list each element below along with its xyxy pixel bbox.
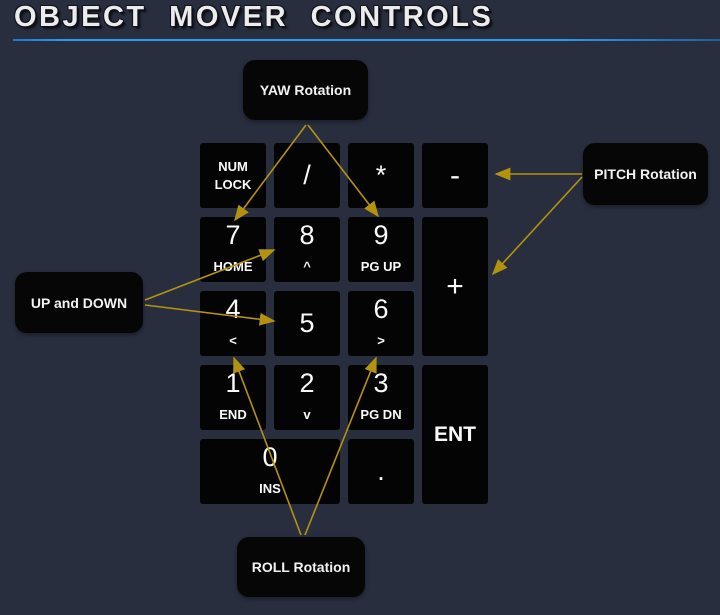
key-slash: / [274,143,340,208]
key-sublabel: PG UP [360,259,402,274]
key-number: 6 [373,294,389,324]
header-accent-line [13,39,720,41]
key-sublabel: PG DN [360,407,402,422]
key-number: 3 [373,368,389,398]
key-2-down: 2 v [274,365,340,430]
key-symbol: . [377,456,385,486]
key-sublabel: INS [259,481,281,496]
key-minus: - [422,143,488,208]
key-number: 2 [299,368,315,398]
key-sublabel: ^ [303,259,311,274]
key-sublabel: END [219,407,247,422]
key-num-lock: NUM LOCK [200,143,266,208]
key-label-line1: NUM [218,158,248,174]
up-and-down-label: UP and DOWN [15,272,143,333]
key-number: 5 [299,308,315,338]
key-enter: ENT [422,365,488,504]
annotation-text: PITCH Rotation [594,166,697,182]
annotation-text: ROLL Rotation [251,559,351,575]
key-star: * [348,143,414,208]
key-label: ENT [434,422,476,446]
key-sublabel: < [229,333,237,348]
key-8-up: 8 ^ [274,217,340,282]
roll-rotation-label: ROLL Rotation [237,537,365,597]
arrow-pitch-to-plus [491,176,583,276]
pitch-rotation-label: PITCH Rotation [583,143,708,205]
key-number: 7 [225,220,241,250]
annotation-text: YAW Rotation [259,82,352,98]
key-0-ins: 0 INS [200,439,340,504]
key-dot: . [348,439,414,504]
key-number: 1 [225,368,241,398]
key-number: 4 [225,294,241,324]
key-4-left: 4 < [200,291,266,356]
key-symbol: * [375,160,387,190]
key-sublabel: v [303,407,311,422]
key-plus: + [422,217,488,356]
key-symbol: + [446,269,464,303]
key-7-home: 7 HOME [200,217,266,282]
key-number: 9 [373,220,389,250]
key-sublabel: HOME [213,259,253,274]
key-number: 8 [299,220,315,250]
key-sublabel: > [377,333,385,348]
key-symbol: / [303,160,311,190]
key-1-end: 1 END [200,365,266,430]
key-number: 0 [262,442,278,472]
key-9-pgup: 9 PG UP [348,217,414,282]
key-6-right: 6 > [348,291,414,356]
page-title: OBJECT MOVER CONTROLS [14,1,494,33]
numpad-diagram: NUM LOCK / * - 7 HOME 8 ^ 9 PG UP + 4 < … [200,143,488,504]
key-5: 5 [274,291,340,356]
annotation-text: UP and DOWN [30,294,128,311]
key-3-pgdn: 3 PG DN [348,365,414,430]
yaw-rotation-label: YAW Rotation [243,60,368,120]
key-symbol: - [450,158,460,192]
key-label-line2: LOCK [214,176,252,192]
